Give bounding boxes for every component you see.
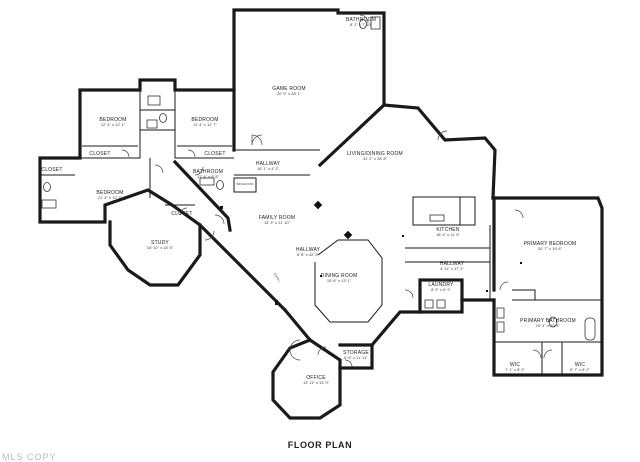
label-bedroom-1: BEDROOM <box>99 117 126 123</box>
label-hallway-3: HALLWAY <box>440 261 465 267</box>
label-bathroom-mid: BATHROOM <box>193 169 223 175</box>
label-bedroom-2: BEDROOM <box>191 117 218 123</box>
dims-hallway-1: 18' 1" x 4' 2" <box>257 166 280 171</box>
dims-hallway-2: 6' 8" x 42' 5" <box>297 252 320 257</box>
label-hallway-2: HALLWAY <box>296 247 321 253</box>
doors <box>121 14 553 368</box>
dims-kitchen: 18' 4" x 11' 5" <box>436 232 460 237</box>
exterior-walls <box>38 8 604 420</box>
label-game-room: GAME ROOM <box>272 86 305 92</box>
label-living-dining: LIVING/DINING ROOM <box>347 151 403 157</box>
room-labels: BATHROOM 8' 2" x 7' 10" GAME ROOM 20' 9"… <box>41 17 590 385</box>
dims-office: 13' 11" x 13' 9" <box>303 380 330 385</box>
dims-dining-room: 15' 8" x 13' 1" <box>327 278 352 283</box>
label-closet-1: CLOSET <box>89 151 110 157</box>
label-dining-room: DINING ROOM <box>321 273 358 279</box>
label-laundry: LAUNDRY <box>428 282 454 288</box>
markers <box>220 200 522 305</box>
label-family-room: FAMILY ROOM <box>259 215 295 221</box>
label-wic-1: WIC <box>510 362 521 368</box>
dims-bathroom-top: 8' 2" x 7' 10" <box>350 22 373 27</box>
label-office: OFFICE <box>306 375 326 381</box>
label-kitchen: KITCHEN <box>436 227 460 233</box>
dims-study: 16' 10" x 15' 5" <box>147 245 174 250</box>
dims-bedroom-3: 21' 4" x 12' 7" <box>98 195 123 200</box>
label-closet-3: CLOSET <box>41 167 62 173</box>
dims-family-room: 15' 3" x 11' 10" <box>264 220 291 225</box>
label-bathroom-top: BATHROOM <box>346 17 376 23</box>
label-hallway-1: HALLWAY <box>256 161 281 167</box>
dims-wic-2: 6' 7" x 8' 2" <box>570 367 590 372</box>
dims-primary-bathroom: 20' 4" x 19' 4" <box>536 323 561 328</box>
fixtures <box>41 16 596 341</box>
dims-laundry: 8' 9" x 6' 9" <box>431 287 451 292</box>
label-entry: ENTRY <box>273 272 282 283</box>
label-primary-bedroom: PRIMARY BEDROOM <box>524 241 577 247</box>
label-study: STUDY <box>151 240 169 246</box>
dims-game-room: 20' 9" x 28' 1" <box>277 91 302 96</box>
label-bath-marker: BATHROOM <box>236 182 254 186</box>
dims-bathroom-mid: 17' 4" x 8' 8" <box>197 174 220 179</box>
label-primary-bathroom: PRIMARY BATHROOM <box>520 318 576 324</box>
dims-primary-bedroom: 20' 7" x 19' 6" <box>538 246 563 251</box>
label-closet-4: CLOSET <box>171 211 192 217</box>
label-wic-2: WIC <box>575 362 586 368</box>
watermark-text: MLS COPY <box>2 452 57 462</box>
label-storage: STORAGE <box>343 350 369 356</box>
dims-living-dining: 31' 2" x 28' 8" <box>363 156 388 161</box>
dims-wic-1: 7' 1" x 8' 2" <box>505 367 525 372</box>
page-title: FLOOR PLAN <box>287 440 353 450</box>
dims-hallway-3: 4' 11" x 17' 2" <box>440 266 464 271</box>
dims-storage: 6' 6" x 11' 11" <box>344 355 368 360</box>
dims-bedroom-1: 12' 4" x 12' 1" <box>101 122 126 127</box>
label-bedroom-3: BEDROOM <box>96 190 123 196</box>
label-closet-2: CLOSET <box>204 151 225 157</box>
interior-walls <box>40 80 602 375</box>
dims-bedroom-2: 11' 4" x 12' 7" <box>193 122 217 127</box>
